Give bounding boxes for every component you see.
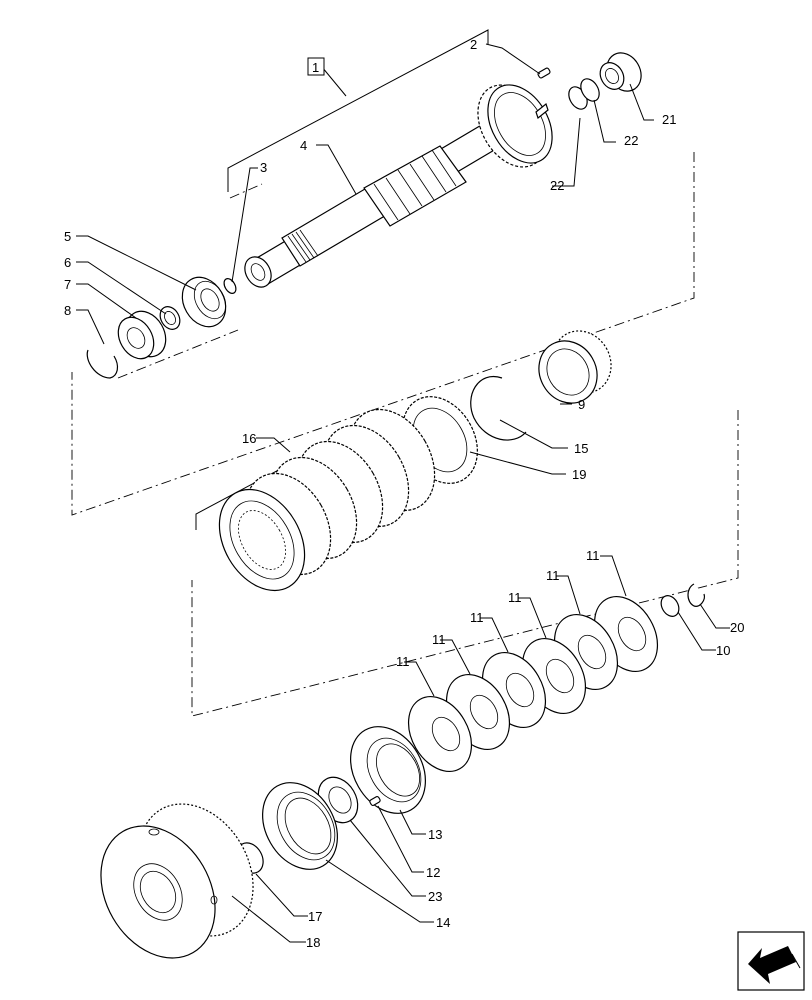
label-7: 7	[64, 277, 71, 292]
bushing-21	[599, 52, 642, 92]
label-9: 9	[578, 397, 585, 412]
snap-ring-20	[687, 583, 705, 607]
label-5: 5	[64, 229, 71, 244]
label-18: 18	[306, 935, 320, 950]
label-11-f: 11	[396, 654, 410, 669]
clutch-pack-16	[195, 408, 436, 592]
drum-18	[100, 803, 254, 959]
label-13: 13	[428, 827, 442, 842]
label-3: 3	[260, 160, 267, 175]
label-23: 23	[428, 889, 442, 904]
piston-13	[350, 726, 426, 814]
label-2: 2	[470, 37, 477, 52]
main-shaft	[244, 67, 553, 288]
label-19: 19	[572, 467, 586, 482]
label-21: 21	[662, 112, 676, 127]
label-11-d: 11	[470, 610, 484, 625]
rings-22	[568, 78, 600, 110]
label-11-c: 11	[508, 590, 522, 605]
assembly-label: 1	[312, 60, 319, 75]
label-14: 14	[436, 915, 450, 930]
label-11-a: 11	[586, 548, 600, 563]
label-22a: 22	[550, 178, 564, 193]
label-15: 15	[574, 441, 588, 456]
assembly-label-box	[307, 57, 325, 76]
hub-9	[538, 330, 612, 404]
label-11-b: 11	[546, 568, 560, 583]
label-16: 16	[242, 431, 256, 446]
housing-14	[262, 782, 338, 870]
washer-6	[159, 306, 181, 330]
navigation-arrow-button[interactable]	[737, 931, 805, 991]
snap-ring-8	[86, 349, 119, 379]
ring-3	[223, 278, 237, 294]
label-12: 12	[426, 865, 440, 880]
label-6: 6	[64, 255, 71, 270]
bearing-5	[181, 276, 227, 328]
part-labels: 2 3 4 5 6 7 8 22 22 21 9 15 19 16 11 11 …	[64, 37, 744, 950]
label-4: 4	[300, 138, 307, 153]
arrow-left-icon	[748, 946, 801, 984]
ring-10	[660, 595, 680, 617]
label-8: 8	[64, 303, 71, 318]
label-17: 17	[308, 909, 322, 924]
label-20: 20	[730, 620, 744, 635]
leader-lines	[76, 43, 730, 943]
snap-ring-15	[470, 375, 527, 441]
label-10: 10	[716, 643, 730, 658]
discs-11	[407, 596, 659, 772]
pin-12	[369, 796, 381, 806]
bearing-7	[117, 310, 167, 360]
assembly-bracket: 1	[227, 29, 489, 192]
dashed-boundaries	[71, 152, 739, 717]
label-22b: 22	[624, 133, 638, 148]
label-11-e: 11	[432, 632, 446, 647]
